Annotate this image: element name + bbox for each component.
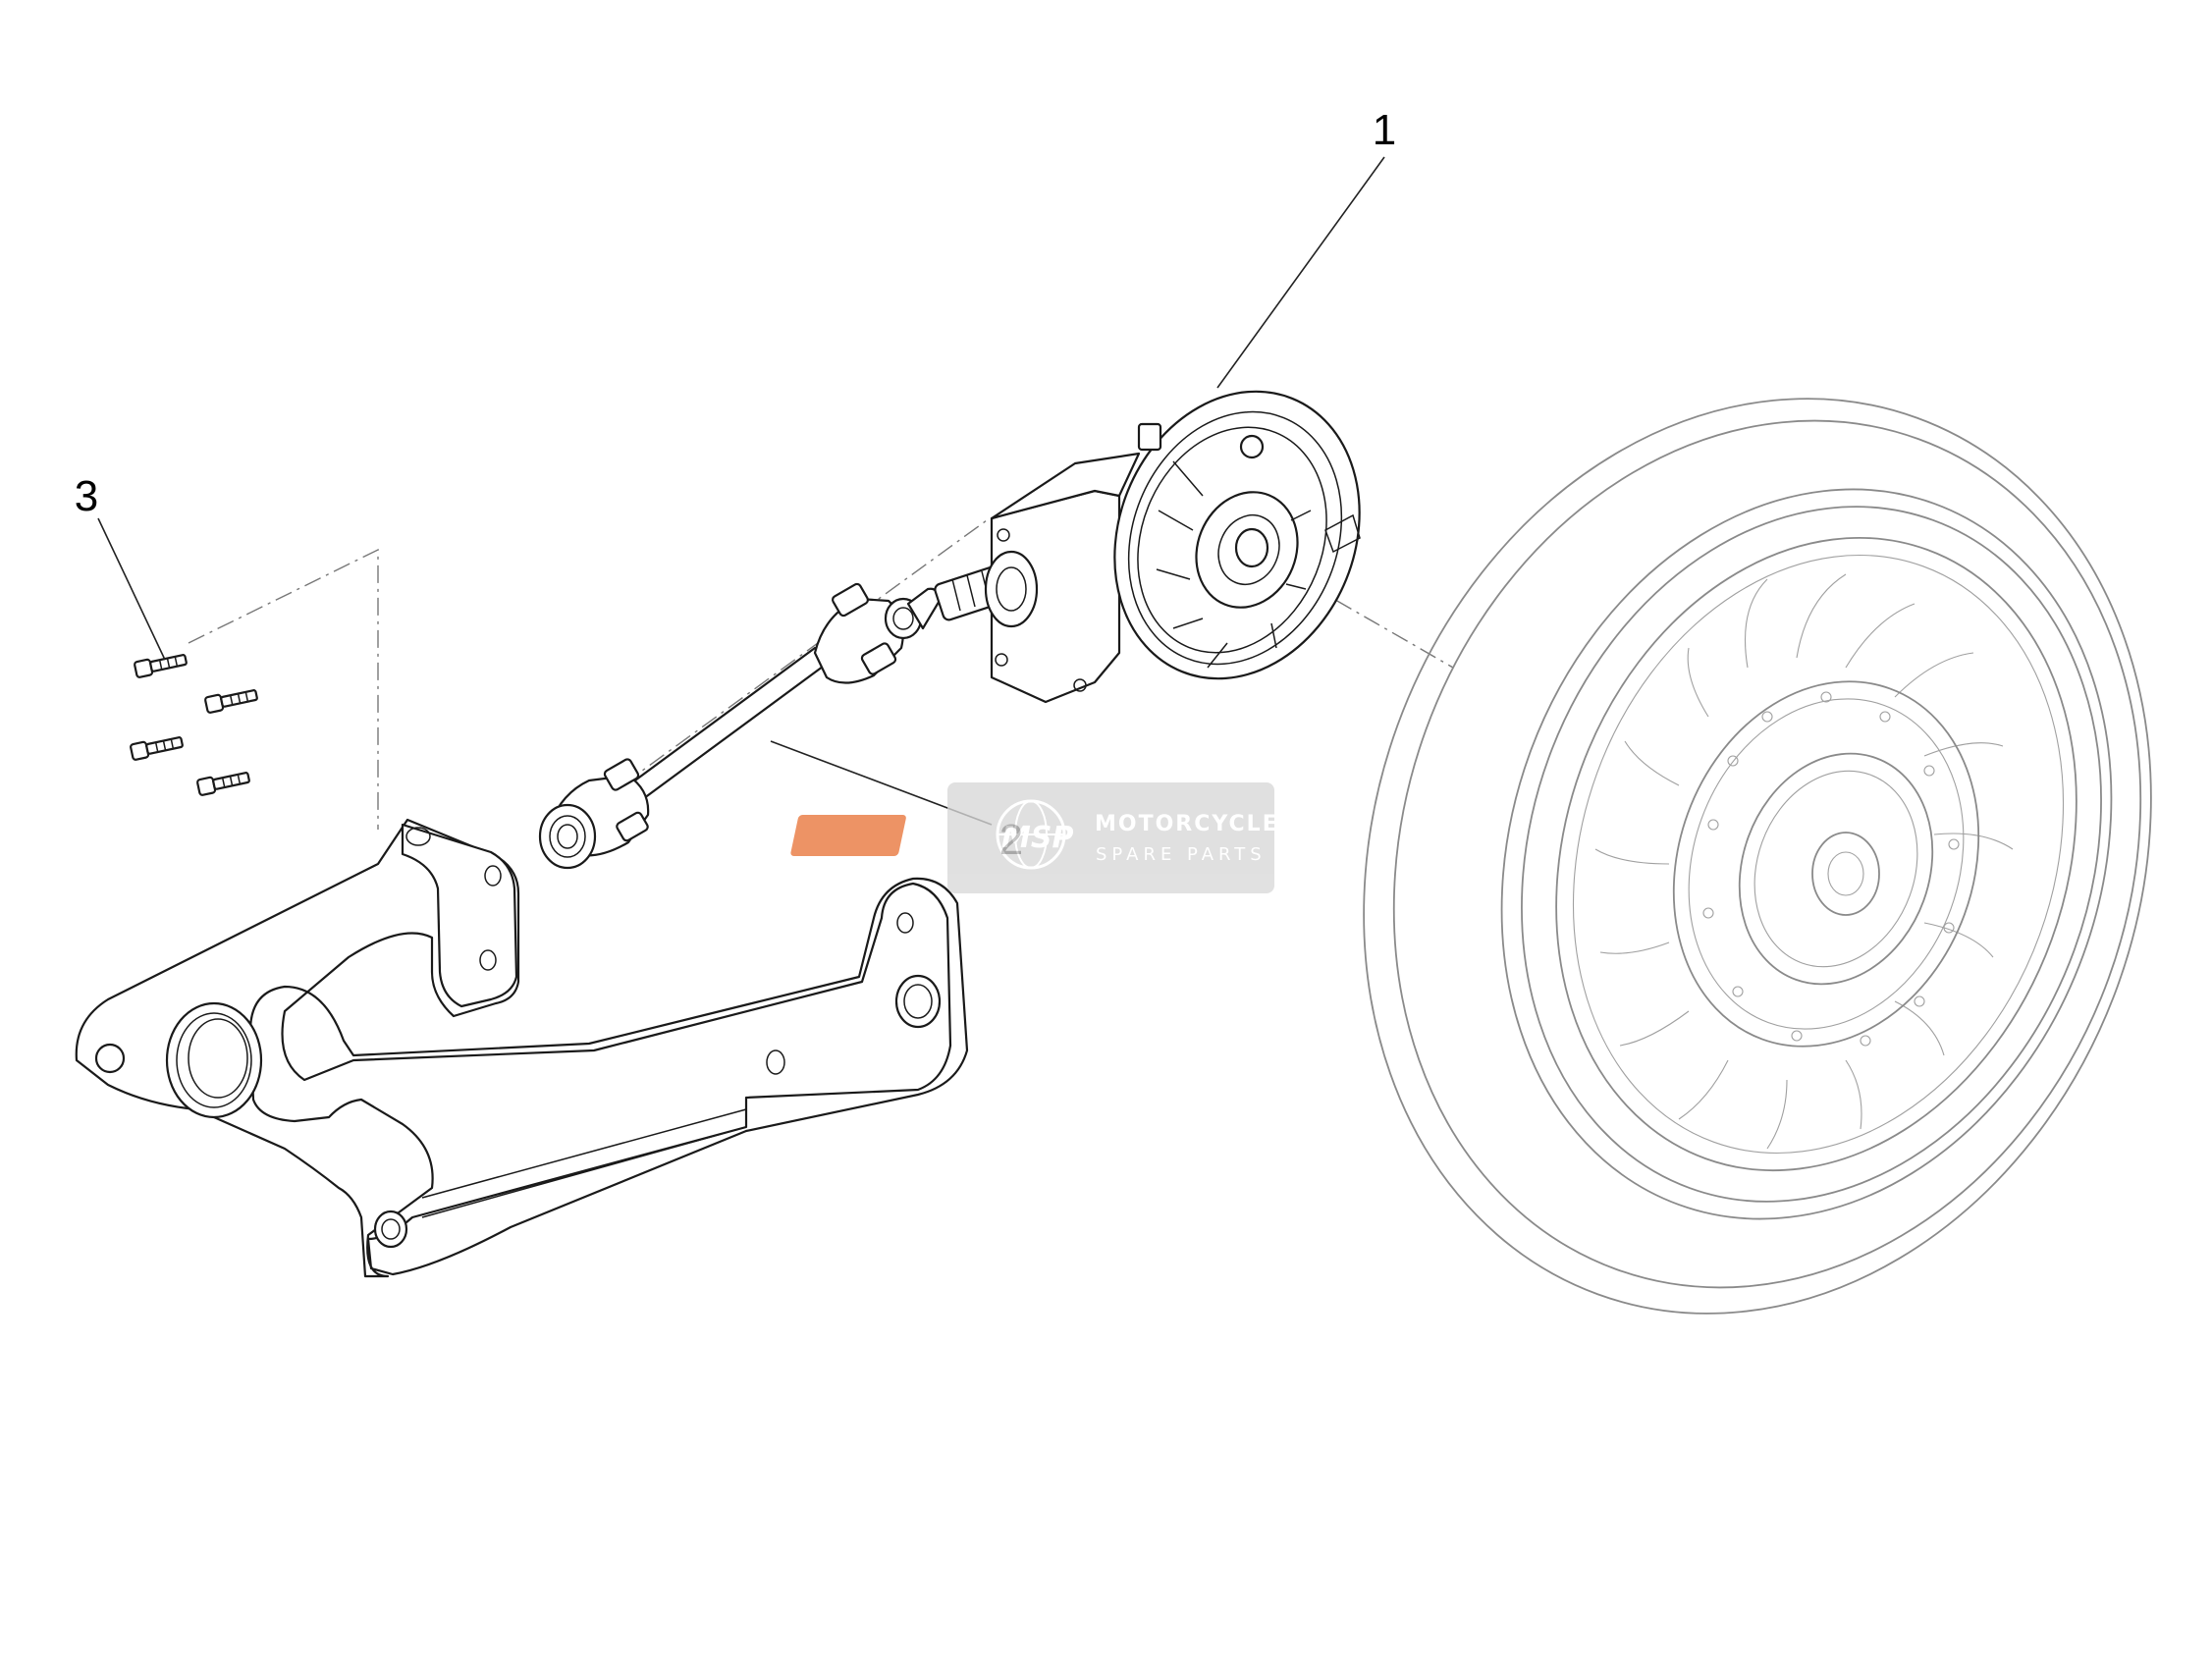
swingarm[interactable]	[75, 818, 969, 1278]
screws-part-3[interactable]	[130, 652, 258, 796]
screw	[196, 772, 250, 796]
watermark-subtitle: SPARE PARTS	[1096, 844, 1267, 865]
rear-universal-joint	[813, 582, 943, 684]
final-drive-part-1[interactable]	[934, 354, 1402, 716]
callout-label-3: 3	[75, 472, 98, 520]
watermark-box	[947, 782, 1274, 893]
wheel-spokes	[1594, 573, 2014, 1150]
rear-wheel[interactable]	[1238, 287, 2212, 1425]
screw	[134, 654, 188, 678]
watermark-logo-badge	[790, 815, 906, 856]
screw	[130, 736, 184, 761]
front-universal-joint	[538, 758, 650, 870]
screw	[204, 689, 258, 714]
cardan-shaft-part-2[interactable]	[538, 582, 943, 870]
watermark-title: MOTORCYCLE	[1095, 812, 1279, 836]
disc-holes	[1702, 691, 1960, 1047]
callout-label-1: 1	[1373, 106, 1396, 154]
watermark: MSP MOTORCYCLE SPARE PARTS	[790, 782, 1279, 893]
watermark-logo-text: MSP	[1001, 821, 1073, 855]
